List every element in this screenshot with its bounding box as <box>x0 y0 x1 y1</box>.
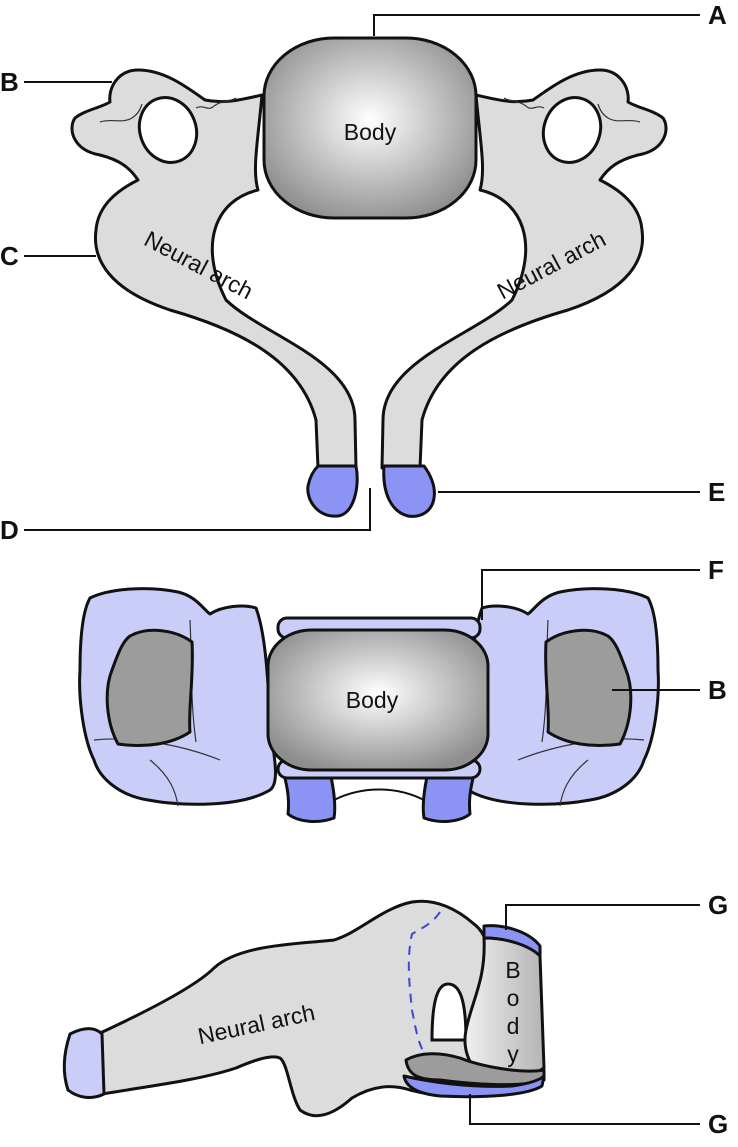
label-F: F <box>708 555 724 585</box>
top-body-label: Body <box>344 119 397 145</box>
label-B-top: B <box>0 67 19 97</box>
label-E: E <box>708 477 725 507</box>
label-C: C <box>0 241 19 271</box>
bottom-arch-notch <box>430 982 468 1042</box>
label-G-top: G <box>708 890 728 920</box>
left-articular-facet <box>105 628 194 747</box>
top-vertebral-body <box>262 36 478 220</box>
left-transverse-foramen <box>137 96 199 164</box>
bottom-body-letter-1: B <box>505 957 520 983</box>
bottom-body-letter-4: y <box>507 1041 519 1067</box>
label-B-middle: B <box>708 675 727 705</box>
left-suture-outer <box>99 103 143 123</box>
right-suture-inner <box>503 97 545 109</box>
leader-D <box>24 488 371 531</box>
right-suture-outer <box>597 103 641 123</box>
bottom-body-bottom-endplate <box>402 1074 546 1099</box>
left-neurocentral-cartilage <box>280 764 337 823</box>
right-arch-cartilage-tip <box>382 464 436 518</box>
left-suture-inner <box>195 97 237 109</box>
left-neural-arch-shape <box>70 68 358 470</box>
leader-G-bottom <box>469 1094 700 1125</box>
middle-vertebral-body <box>266 628 490 772</box>
leader-F <box>481 569 700 620</box>
bottom-body-letter-3: d <box>507 1013 520 1039</box>
bottom-arch-cartilage-end <box>62 1027 106 1099</box>
left-arch-cartilage-tip <box>306 464 359 518</box>
leader-G-top <box>505 904 700 930</box>
spinal-canal-arc <box>333 788 425 801</box>
bottom-body-letter-2: o <box>507 985 520 1011</box>
middle-body-label: Body <box>346 687 399 713</box>
label-A: A <box>708 0 727 30</box>
right-neural-arch-shape <box>380 68 668 470</box>
middle-panel-vertebra-anterior-view: Body F B <box>78 555 727 823</box>
label-G-bottom: G <box>708 1109 728 1139</box>
right-transverse-foramen <box>541 96 603 164</box>
leader-A <box>373 14 700 36</box>
right-neurocentral-cartilage <box>421 764 478 823</box>
bottom-panel-vertebra-lateral-view: B o d y Neural arch G G <box>62 890 728 1139</box>
bottom-ossification-dashed-line <box>407 911 441 1057</box>
left-mass-seam-3 <box>149 759 179 807</box>
right-articular-facet <box>544 628 633 747</box>
label-D: D <box>0 515 19 545</box>
right-mass-seam-3 <box>559 759 589 807</box>
top-panel-vertebra-superior-view: Body Neural arch Neural arch A B C D E <box>0 0 727 545</box>
